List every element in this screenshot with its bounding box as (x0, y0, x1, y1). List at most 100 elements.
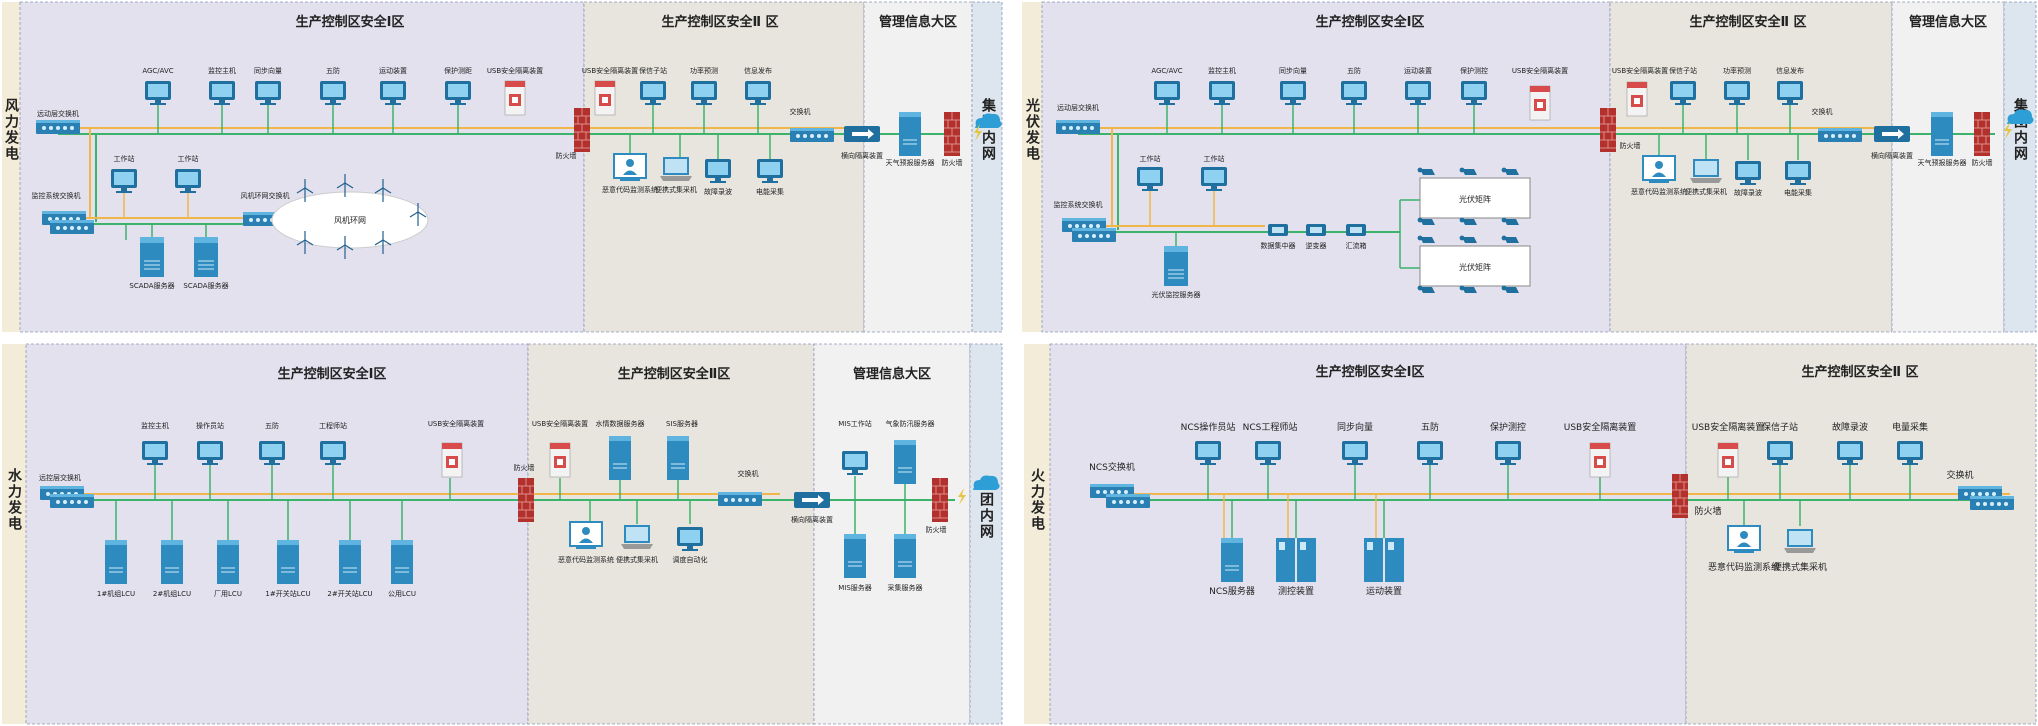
wind-zone3-title: 管理信息大区 (879, 14, 957, 30)
hydro-usb-label: USB安全隔离装置 (428, 419, 484, 428)
pv-remote-switch-label: 远动层交换机 (1057, 103, 1099, 112)
pv-usb2-label: USB安全隔离装置 (1612, 66, 1668, 75)
pv-firewall2-label: 防火墙 (1972, 158, 1993, 167)
hydro-collect-label: 采集服务器 (888, 583, 923, 592)
pv-monitor-host-label: 监控主机 (1208, 66, 1236, 75)
hydro-monitor-host-label: 监控主机 (141, 421, 169, 430)
thermal-motion-label: 运动装置 (1366, 585, 1402, 597)
thermal-sync-label: 同步向量 (1337, 421, 1373, 433)
hydro-zone2-title: 生产控制区安全Ⅱ区 (618, 366, 731, 382)
pv-fault-label: 故障录波 (1734, 188, 1762, 197)
thermal-firewall1-label: 防火墙 (1694, 505, 1721, 517)
wind-monitor-switch-label: 监控系统交换机 (32, 191, 81, 200)
hydro-remote-switch-label: 远控层交换机 (39, 473, 81, 482)
thermal-zone2-title: 生产控制区安全Ⅱ 区 (1801, 364, 1918, 380)
hydro-malicious-label: 恶意代码监测系统 (558, 555, 614, 564)
thermal-malicious-label: 恶意代码监测系统 (1708, 561, 1780, 573)
pv-monitor-switch-label: 监控系统交换机 (1054, 200, 1103, 209)
pv-combiner-label: 汇流箱 (1346, 241, 1367, 250)
wind-switch2-label: 交换机 (790, 107, 811, 116)
thermal-ncs-eng-label: NCS工程师站 (1243, 421, 1298, 433)
thermal-protect-label: 保护测控 (1490, 421, 1526, 433)
hydro-lcu3-label: 厂用LCU (214, 590, 242, 598)
pv-power-pred-label: 功率预测 (1723, 66, 1751, 75)
wind-power-pred-label: 功率预测 (690, 66, 718, 75)
thermal-portable-label: 便携式集采机 (1773, 561, 1827, 573)
panel-wind: 风力发电 生产控制区安全Ⅰ区 生产控制区安全Ⅱ 区 管理信息大区 集团内网 远动… (2, 1, 1003, 333)
panel-thermal: 火力发电 生产控制区安全Ⅰ区 生产控制区安全Ⅱ 区 NCS交换机 NCS操作员站… (1024, 343, 2037, 725)
pv-malicious-label: 恶意代码监测系统 (1631, 187, 1687, 196)
pv-array2-label: 光伏矩阵 (1459, 262, 1491, 272)
hydro-firewall2-label: 防火墙 (926, 525, 947, 534)
thermal-switch2-label: 交换机 (1946, 469, 1973, 481)
pv-revisol-label: 横向隔离装置 (1871, 151, 1913, 160)
hydro-weather-label: 气象防汛服务器 (886, 419, 935, 428)
hydro-revisol-label: 横向隔离装置 (791, 515, 833, 524)
thermal-five-label: 五防 (1421, 421, 1439, 433)
pv-motion-label: 运动装置 (1404, 66, 1432, 75)
hydro-lcu2-label: 2#机组LCU (153, 589, 191, 598)
hydro-mis-ws-label: MIS工作站 (838, 419, 872, 428)
wind-group-label: 集团内网 (980, 97, 997, 162)
wind-scada2-label: SCADA服务器 (183, 281, 228, 290)
pv-server-label: 光伏监控服务器 (1152, 290, 1201, 299)
thermal-ncs-switch-label: NCS交换机 (1089, 461, 1135, 473)
pv-protect-label: 保护测控 (1460, 66, 1488, 75)
pv-zone2-title: 生产控制区安全Ⅱ 区 (1689, 14, 1806, 30)
wind-scada1-label: SCADA服务器 (129, 281, 174, 290)
wind-five-label: 五防 (326, 66, 340, 75)
pv-firewall1-label: 防火墙 (1620, 141, 1641, 150)
hydro-lcu5-label: 2#开关站LCU (327, 589, 372, 598)
wind-fault-label: 故障录波 (704, 187, 732, 196)
hydro-usb2-label: USB安全隔离装置 (532, 419, 588, 428)
pv-five-label: 五防 (1347, 66, 1361, 75)
hydro-hydrodata-label: 水情数据服务器 (596, 419, 645, 428)
wind-side-label: 风力发电 (3, 98, 20, 162)
pv-energy-label: 电能采集 (1784, 188, 1812, 197)
hydro-engineer-label: 工程师站 (319, 421, 347, 430)
pv-sync-label: 同步向量 (1279, 66, 1307, 75)
thermal-ncs-server-label: NCS服务器 (1209, 585, 1255, 597)
wind-usb2-label: USB安全隔离装置 (582, 66, 638, 75)
hydro-firewall1-label: 防火墙 (514, 463, 535, 472)
pv-switch2-label: 交换机 (1812, 107, 1833, 116)
pv-data-conc-label: 数据集中器 (1261, 241, 1296, 250)
wind-sync-label: 同步向量 (254, 66, 282, 75)
pv-weather-label: 天气预报服务器 (1918, 158, 1967, 167)
pv-zone3-title: 管理信息大区 (1909, 14, 1987, 30)
thermal-usb2-label: USB安全隔离装置 (1692, 421, 1764, 433)
pv-portable-label: 便携式集采机 (1685, 187, 1727, 196)
panel-pv: 光伏发电 生产控制区安全Ⅰ区 生产控制区安全Ⅱ 区 管理信息大区 集团内网 远动… (1022, 1, 2037, 333)
wind-ring-net-label: 风机环网 (334, 215, 366, 225)
pv-group-label: 集团内网 (2012, 97, 2029, 162)
hydro-lcu1-label: 1#机组LCU (97, 589, 135, 598)
wind-firewall1-label: 防火墙 (556, 151, 577, 160)
hydro-zone1-title: 生产控制区安全Ⅰ区 (278, 366, 387, 382)
pv-array1-label: 光伏矩阵 (1459, 194, 1491, 204)
thermal-prot-sub-label: 保信子站 (1762, 421, 1798, 433)
wind-malicious-label: 恶意代码监测系统 (602, 185, 658, 194)
thermal-usb-label: USB安全隔离装置 (1564, 421, 1636, 433)
hydro-dispatch-label: 调度自动化 (673, 555, 708, 564)
hydro-group-label: 集团内网 (978, 475, 995, 540)
wind-remote-switch-label: 远动层交换机 (37, 109, 79, 118)
pv-ws2-label: 工作站 (1204, 154, 1225, 163)
hydro-five-label: 五防 (265, 421, 279, 430)
panel-hydro: 水力发电 生产控制区安全Ⅰ区 生产控制区安全Ⅱ区 管理信息大区 集团内网 远控层… (2, 343, 1003, 725)
thermal-ncs-op-label: NCS操作员站 (1181, 421, 1236, 433)
thermal-side-label: 火力发电 (1029, 468, 1046, 532)
thermal-measure-label: 测控装置 (1278, 585, 1314, 597)
hydro-zone3-title: 管理信息大区 (853, 366, 931, 382)
wind-ws1-label: 工作站 (114, 154, 135, 163)
thermal-fault-label: 故障录波 (1832, 421, 1868, 433)
wind-weather-label: 天气预报服务器 (886, 158, 935, 167)
thermal-zone1-title: 生产控制区安全Ⅰ区 (1316, 364, 1425, 380)
wind-zone1-title: 生产控制区安全Ⅰ区 (296, 14, 405, 30)
wind-protect-label: 保护测距 (444, 66, 472, 75)
pv-zone1-title: 生产控制区安全Ⅰ区 (1316, 14, 1425, 30)
wind-agc-label: AGC/AVC (142, 67, 173, 75)
wind-portable-label: 便携式集采机 (655, 185, 697, 194)
hydro-mis-server-label: MIS服务器 (838, 583, 872, 592)
wind-energy-label: 电能采集 (756, 187, 784, 196)
